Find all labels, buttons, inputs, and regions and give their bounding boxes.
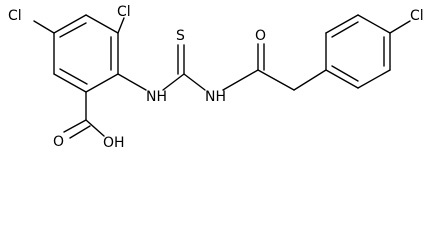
bond bbox=[293, 69, 327, 91]
bond bbox=[117, 17, 125, 34]
bond bbox=[85, 119, 105, 137]
bond bbox=[389, 20, 411, 34]
bond bbox=[222, 69, 259, 91]
bond bbox=[183, 73, 206, 91]
atom-o-acid: O bbox=[53, 134, 64, 150]
bond bbox=[59, 22, 87, 38]
bond bbox=[331, 65, 359, 82]
bond bbox=[69, 125, 91, 139]
atom-cl-left: Cl bbox=[8, 8, 22, 24]
atom-s: S bbox=[176, 28, 185, 44]
bond bbox=[63, 119, 87, 133]
bond bbox=[59, 68, 88, 85]
bond bbox=[162, 73, 185, 91]
atom-oh: OH bbox=[103, 135, 125, 151]
left-benzene-ring bbox=[53, 14, 119, 93]
atom-o-amide: O bbox=[255, 28, 266, 44]
bond bbox=[331, 21, 359, 38]
bond bbox=[53, 14, 87, 34]
atom-nh-right: NH bbox=[205, 89, 226, 105]
bond bbox=[357, 69, 391, 89]
bond bbox=[325, 14, 359, 34]
molecule-diagram: Cl Cl S O Cl NH NH O OH bbox=[8, 4, 424, 151]
atom-cl-right: Cl bbox=[410, 8, 424, 24]
atom-cl-top: Cl bbox=[117, 4, 131, 20]
bond bbox=[257, 69, 295, 91]
right-benzene-ring bbox=[325, 14, 391, 89]
bond bbox=[33, 20, 55, 34]
molecule-svg: Cl Cl S O Cl NH NH O OH bbox=[8, 4, 424, 151]
bond bbox=[85, 14, 119, 34]
bond bbox=[85, 73, 119, 93]
bond bbox=[325, 69, 359, 89]
atom-nh-left: NH bbox=[146, 89, 167, 105]
bond bbox=[117, 73, 147, 91]
bond bbox=[53, 73, 87, 93]
bond bbox=[357, 14, 391, 34]
